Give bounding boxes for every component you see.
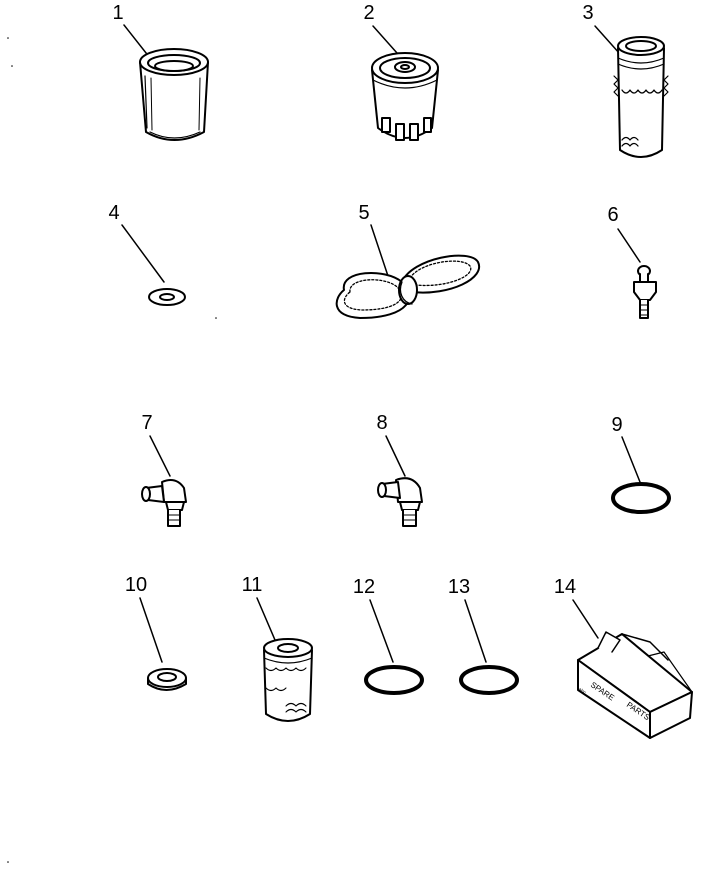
part-14: 14 SPARE PARTS abc xyxy=(554,576,693,739)
leader-line xyxy=(464,599,487,663)
spare-parts-box-icon: SPARE PARTS abc xyxy=(577,631,693,739)
part-13: 13 xyxy=(448,576,519,695)
seal-washer-icon xyxy=(147,668,187,691)
part-8: 8 xyxy=(376,412,423,527)
part-1: 1 xyxy=(112,2,209,141)
part-number-label: 7 xyxy=(141,412,152,434)
elbow-grease-fitting-icon xyxy=(377,477,423,527)
part-3: 3 xyxy=(582,2,669,158)
spin-on-oil-filter-icon xyxy=(371,52,439,141)
part-6: 6 xyxy=(607,204,657,319)
flat-washer-icon xyxy=(148,288,186,306)
part-10: 10 xyxy=(125,574,187,691)
elbow-grease-fitting-icon xyxy=(141,479,187,527)
part-7: 7 xyxy=(141,412,187,527)
o-ring-icon xyxy=(611,482,671,514)
part-number-label: 8 xyxy=(376,412,387,434)
leader-line xyxy=(372,25,398,54)
leader-line xyxy=(123,24,151,59)
part-number-label: 6 xyxy=(607,204,618,226)
part-2: 2 xyxy=(363,2,439,141)
scan-specks xyxy=(7,37,217,863)
part-number-label: 2 xyxy=(363,2,374,24)
part-5: 5 xyxy=(335,202,481,319)
straight-grease-fitting-icon xyxy=(633,265,657,319)
part-number-label: 13 xyxy=(448,576,470,598)
o-ring-icon xyxy=(364,665,424,695)
leader-line xyxy=(385,435,406,477)
o-ring-icon xyxy=(459,665,519,695)
part-number-label: 4 xyxy=(108,202,119,224)
part-number-label: 3 xyxy=(582,2,593,24)
leader-line xyxy=(149,435,171,477)
part-number-label: 5 xyxy=(358,202,369,224)
part-number-label: 14 xyxy=(554,576,576,598)
part-9: 9 xyxy=(611,414,671,514)
part-number-label: 12 xyxy=(353,576,375,598)
part-number-label: 9 xyxy=(611,414,622,436)
leader-line xyxy=(617,228,641,263)
part-number-label: 11 xyxy=(242,574,263,596)
leader-line xyxy=(139,597,163,663)
leader-line xyxy=(121,224,165,283)
leader-line xyxy=(572,599,599,639)
leader-line xyxy=(370,224,391,283)
part-12: 12 xyxy=(353,576,424,695)
filter-element-icon xyxy=(613,36,669,158)
part-number-label: 10 xyxy=(125,574,147,596)
leader-line xyxy=(369,599,394,663)
box-label-small: abc xyxy=(577,687,587,697)
leader-line xyxy=(621,436,641,483)
small-filter-element-icon xyxy=(263,638,313,722)
leader-line xyxy=(594,25,621,55)
part-number-label: 1 xyxy=(112,2,123,24)
part-11: 11 xyxy=(242,574,313,722)
filter-wrench-strap-icon xyxy=(335,254,481,319)
fuel-filter-cartridge-icon xyxy=(139,48,209,141)
leader-line xyxy=(256,597,276,641)
part-4: 4 xyxy=(108,202,186,306)
